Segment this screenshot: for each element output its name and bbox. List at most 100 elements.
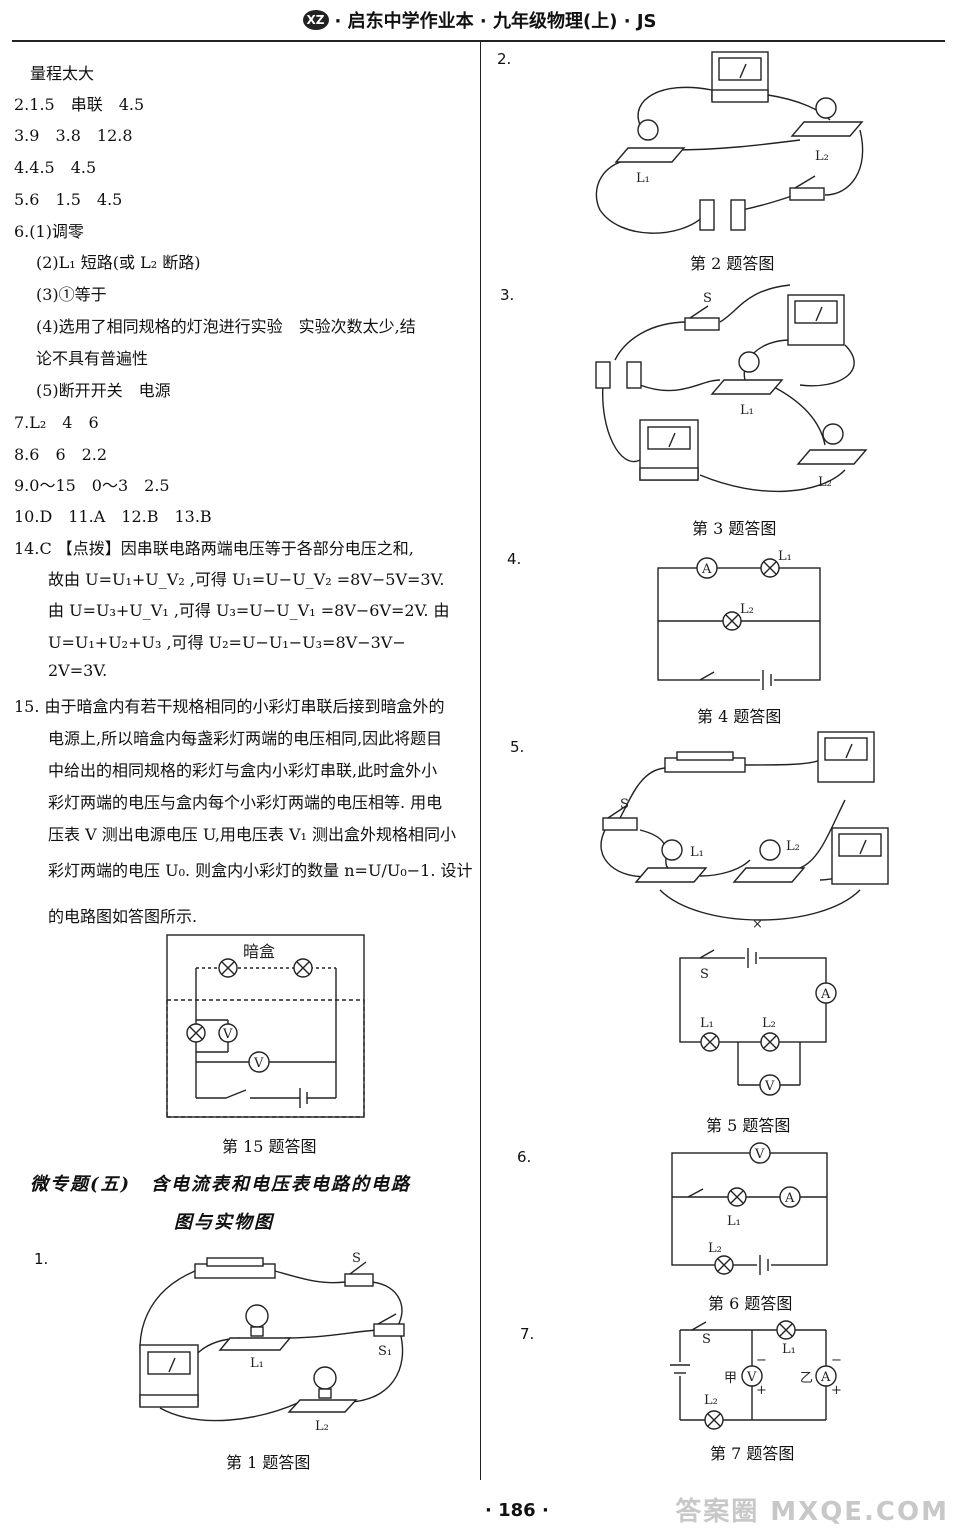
answer-line: 2V=3V.: [48, 661, 108, 680]
label-S: S: [620, 797, 629, 812]
label-L2: L₂: [315, 1419, 329, 1434]
switch-S-device: [344, 1273, 374, 1287]
answer-line: 15. 由于暗盒内有若干规格相同的小彩灯串联后接到暗盒外的: [14, 697, 445, 716]
topic-heading: 微专题(五) 含电流表和电压表电路的电路: [30, 1174, 412, 1195]
answer-line: 3.9 3.8 12.8: [14, 126, 133, 145]
answer-line: (3)①等于: [36, 285, 107, 304]
lamp-L1-base: [218, 1337, 292, 1351]
ammeter-symbol-yi: A: [815, 1365, 837, 1387]
label-S: S: [352, 1251, 361, 1266]
question-number: 3.: [500, 286, 515, 304]
lamp-symbol: [760, 558, 780, 578]
label-L2: L₂: [818, 475, 832, 490]
answer-line: 9.0～15 0～3 2.5: [14, 476, 170, 495]
lamp-symbol: [700, 1032, 720, 1052]
header-rule: [12, 40, 945, 42]
answer-line: 7.L₂ 4 6: [14, 413, 99, 432]
lamp-L1-base: [634, 867, 708, 883]
answer-line: 5.6 1.5 4.5: [14, 190, 123, 209]
label-S: S: [702, 1332, 711, 1347]
label-L2: L₂: [815, 149, 829, 164]
lamp-L1-bulb: [661, 839, 683, 861]
column-divider: [480, 40, 481, 1480]
book-title: · 启东中学作业本 · 九年级物理(上) · JS: [334, 11, 657, 32]
meter-label: V: [222, 1027, 233, 1042]
answer-line: (2)L₁ 短路(或 L₂ 断路): [36, 253, 201, 272]
meter-label: V: [764, 1079, 775, 1094]
lamp-symbol: [293, 958, 313, 978]
figure-caption: 第 4 题答图: [697, 707, 782, 726]
ammeter-symbol: A: [696, 557, 718, 579]
topic-heading-cont: 图与实物图: [174, 1212, 274, 1233]
label-L1: L₁: [250, 1356, 264, 1371]
answer-line: 论不具有普遍性: [36, 349, 149, 368]
battery-cell: [595, 361, 611, 389]
answer-line: (4)选用了相同规格的灯泡进行实验 实验次数太少,结: [36, 317, 416, 336]
label-S: S: [703, 291, 712, 306]
meter-label: V: [253, 1056, 264, 1071]
answer-line: 中给出的相同规格的彩灯与盒内小彩灯串联,此时盒外小: [48, 761, 438, 780]
publisher-logo: XZ: [302, 10, 329, 30]
page-header: XZ · 启东中学作业本 · 九年级物理(上) · JS: [0, 0, 959, 40]
lamp-L2-base: [796, 449, 868, 465]
battery-cell: [626, 361, 642, 389]
meter-label: A: [784, 1191, 795, 1206]
meter-label: A: [820, 1370, 831, 1385]
answer-line: 由 U=U₃+U_V₁ ,可得 U₃=U−U_V₁ =8V−6V=2V. 由: [48, 601, 450, 620]
answer-line: 的电路图如答图所示.: [48, 907, 198, 926]
meter-label: A: [820, 987, 831, 1002]
label-S: S: [700, 967, 709, 982]
figure-caption: 第 6 题答图: [708, 1294, 793, 1313]
lamp-symbol: [727, 1187, 747, 1207]
question-number: 6.: [517, 1148, 532, 1166]
figure-caption: 第 2 题答图: [690, 254, 775, 273]
label-L1: L₁: [690, 845, 704, 860]
question-number: 5.: [510, 738, 525, 756]
lamp-L2-base: [790, 121, 864, 137]
answer-line: 10.D 11.A 12.B 13.B: [14, 507, 212, 526]
label-L1: L₁: [727, 1214, 741, 1229]
label-S1: S₁: [378, 1344, 392, 1359]
lamp-symbol: [186, 1023, 206, 1043]
lamp-symbol: [760, 1032, 780, 1052]
lamp-symbol: [704, 1410, 724, 1430]
battery-cell: [730, 199, 746, 231]
answer-line: 6.(1)调零: [14, 222, 84, 241]
lamp-symbol: [776, 1320, 796, 1340]
label-L2: L₂: [786, 839, 800, 854]
answer-line: 4.4.5 4.5: [14, 158, 97, 177]
meter-label: V: [754, 1147, 765, 1162]
lamp-L2-bulb: [759, 839, 781, 861]
lamp-L1-base: [710, 379, 784, 395]
label-L2: L₂: [704, 1393, 718, 1408]
switch-S-device: [602, 817, 638, 831]
answer-line: 14.C 【点拨】因串联电路两端电压等于各部分电压之和,: [14, 539, 414, 558]
question-number: 2.: [497, 50, 512, 68]
label-L1: L₁: [700, 1016, 714, 1031]
label-L1: L₁: [782, 1342, 796, 1357]
answer-line: 2.1.5 串联 4.5: [14, 95, 145, 114]
label-L1: L₁: [778, 549, 792, 564]
answer-line: 彩灯两端的电压 U₀. 则盒内小彩灯的数量 n=U/U₀−1. 设计: [48, 861, 473, 880]
answer-line: 电源上,所以暗盒内每盏彩灯两端的电压相同,因此将题目: [48, 729, 443, 748]
label-L2: L₂: [762, 1016, 776, 1031]
figure-caption: 第 7 题答图: [710, 1444, 795, 1463]
lamp-symbol: [714, 1255, 734, 1275]
switch-device: [789, 187, 825, 201]
answer-line: 压表 V 测出电源电压 U,用电压表 V₁ 测出盒外规格相同小: [48, 825, 457, 844]
label-jia: 甲: [724, 1371, 737, 1386]
break-mark: ×: [752, 917, 763, 932]
answer-line: 量程太大: [30, 64, 95, 83]
watermark: 答案圈 MXQE.COM: [675, 1497, 949, 1527]
figure-caption: 第 15 题答图: [222, 1137, 317, 1156]
lamp-symbol: [722, 611, 742, 631]
lamp-L2-base: [287, 1399, 358, 1413]
figure-caption: 第 3 题答图: [692, 519, 777, 538]
